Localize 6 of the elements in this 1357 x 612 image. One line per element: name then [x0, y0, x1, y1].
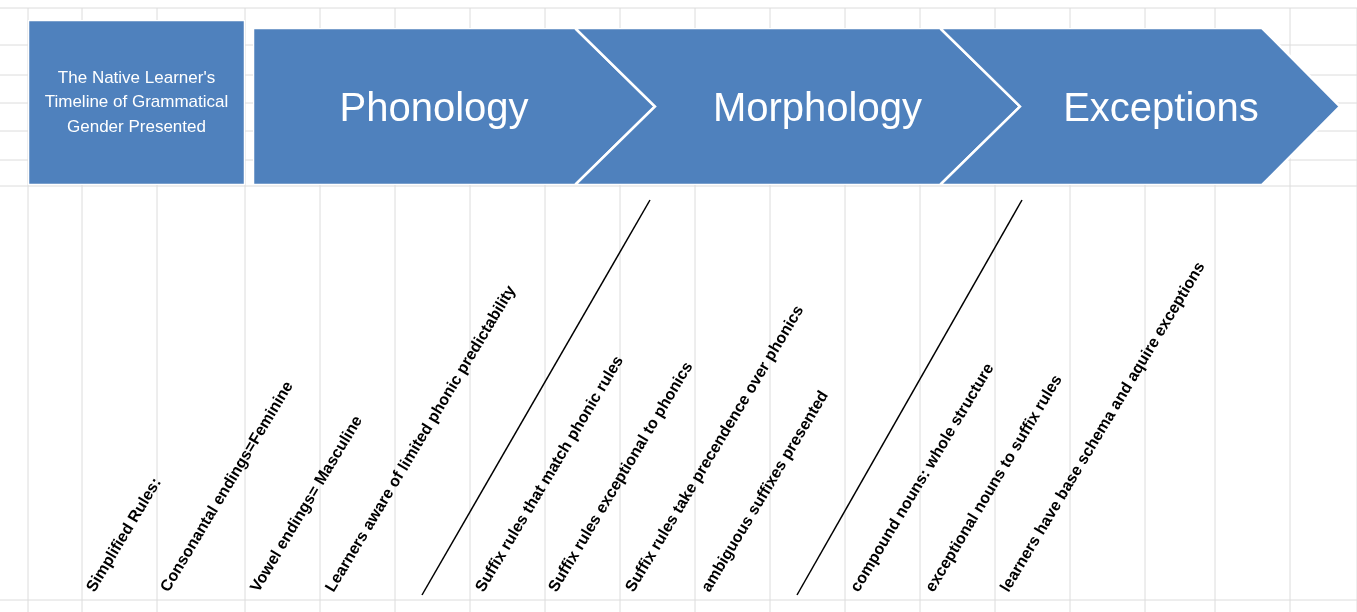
- stage-banner: [575, 28, 1020, 185]
- title-text: The Native Learner's Timeline of Grammatical Gender Presented: [43, 66, 230, 138]
- title-box: [28, 20, 245, 185]
- stage-title: Exceptions: [1062, 83, 1260, 131]
- stage-title: Morphology: [712, 83, 923, 131]
- stage-banner: [940, 28, 1340, 185]
